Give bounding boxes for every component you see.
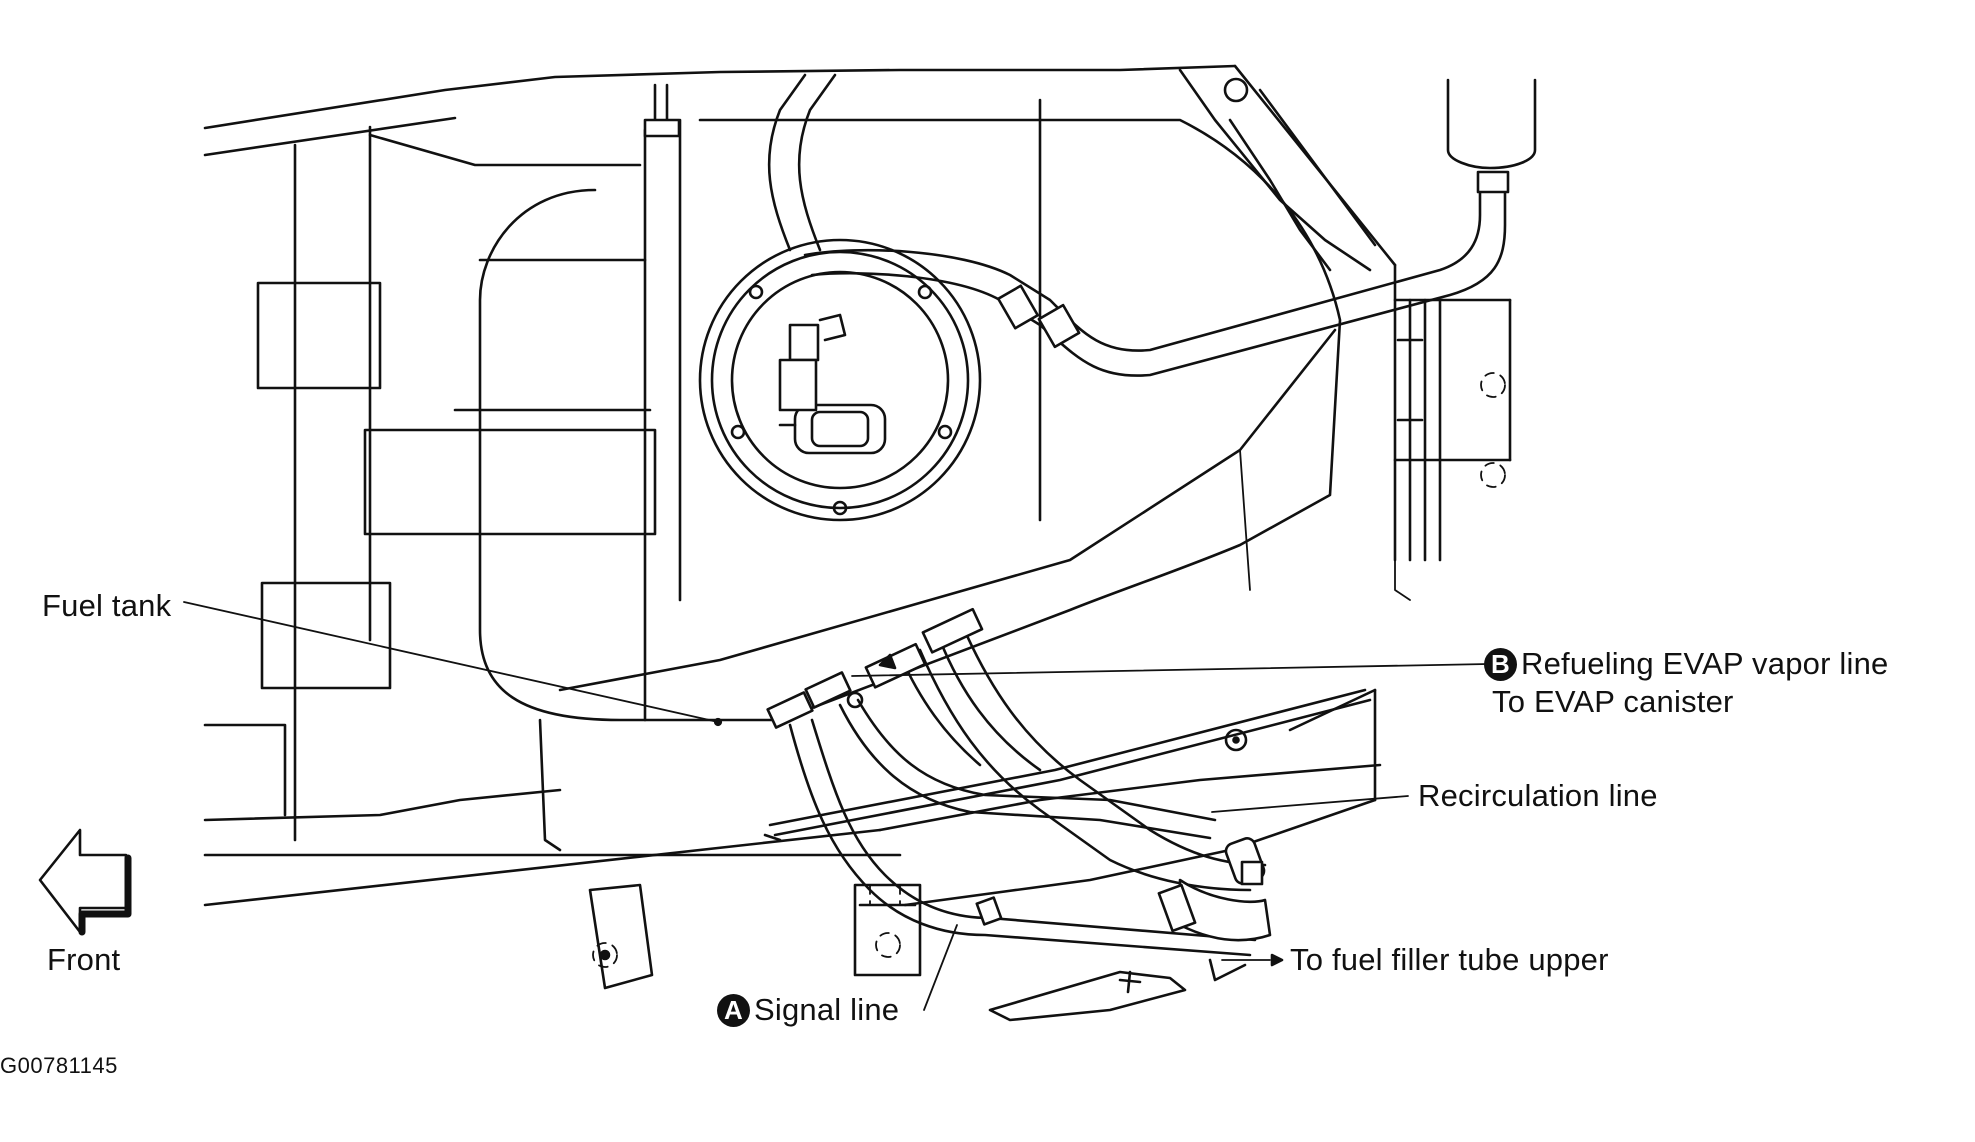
fuel-pump-assembly	[698, 238, 982, 522]
front-label: Front	[47, 942, 121, 977]
lower-brackets	[588, 883, 922, 990]
vent-hose	[643, 73, 1537, 752]
to-evap-canister-label: To EVAP canister	[1492, 684, 1734, 719]
filler-hoses	[766, 607, 1272, 1022]
recirculation-line-label: Recirculation line	[1418, 778, 1658, 813]
leader-lines	[183, 601, 1489, 1011]
vehicle-frame	[203, 64, 1512, 907]
signal-line-text: Signal line	[754, 992, 900, 1027]
left-arrow-icon	[38, 828, 132, 936]
figure-id: G00781145	[0, 1053, 118, 1078]
filler-tube-label: To fuel filler tube upper	[1290, 942, 1609, 977]
fuel-tank-label: Fuel tank	[42, 588, 172, 623]
refueling-evap-line-text: Refueling EVAP vapor line	[1521, 646, 1889, 681]
fuel-tank-body	[453, 118, 1342, 852]
callout-a-badge: A	[717, 994, 750, 1027]
callout-b-badge: B	[1484, 648, 1517, 681]
